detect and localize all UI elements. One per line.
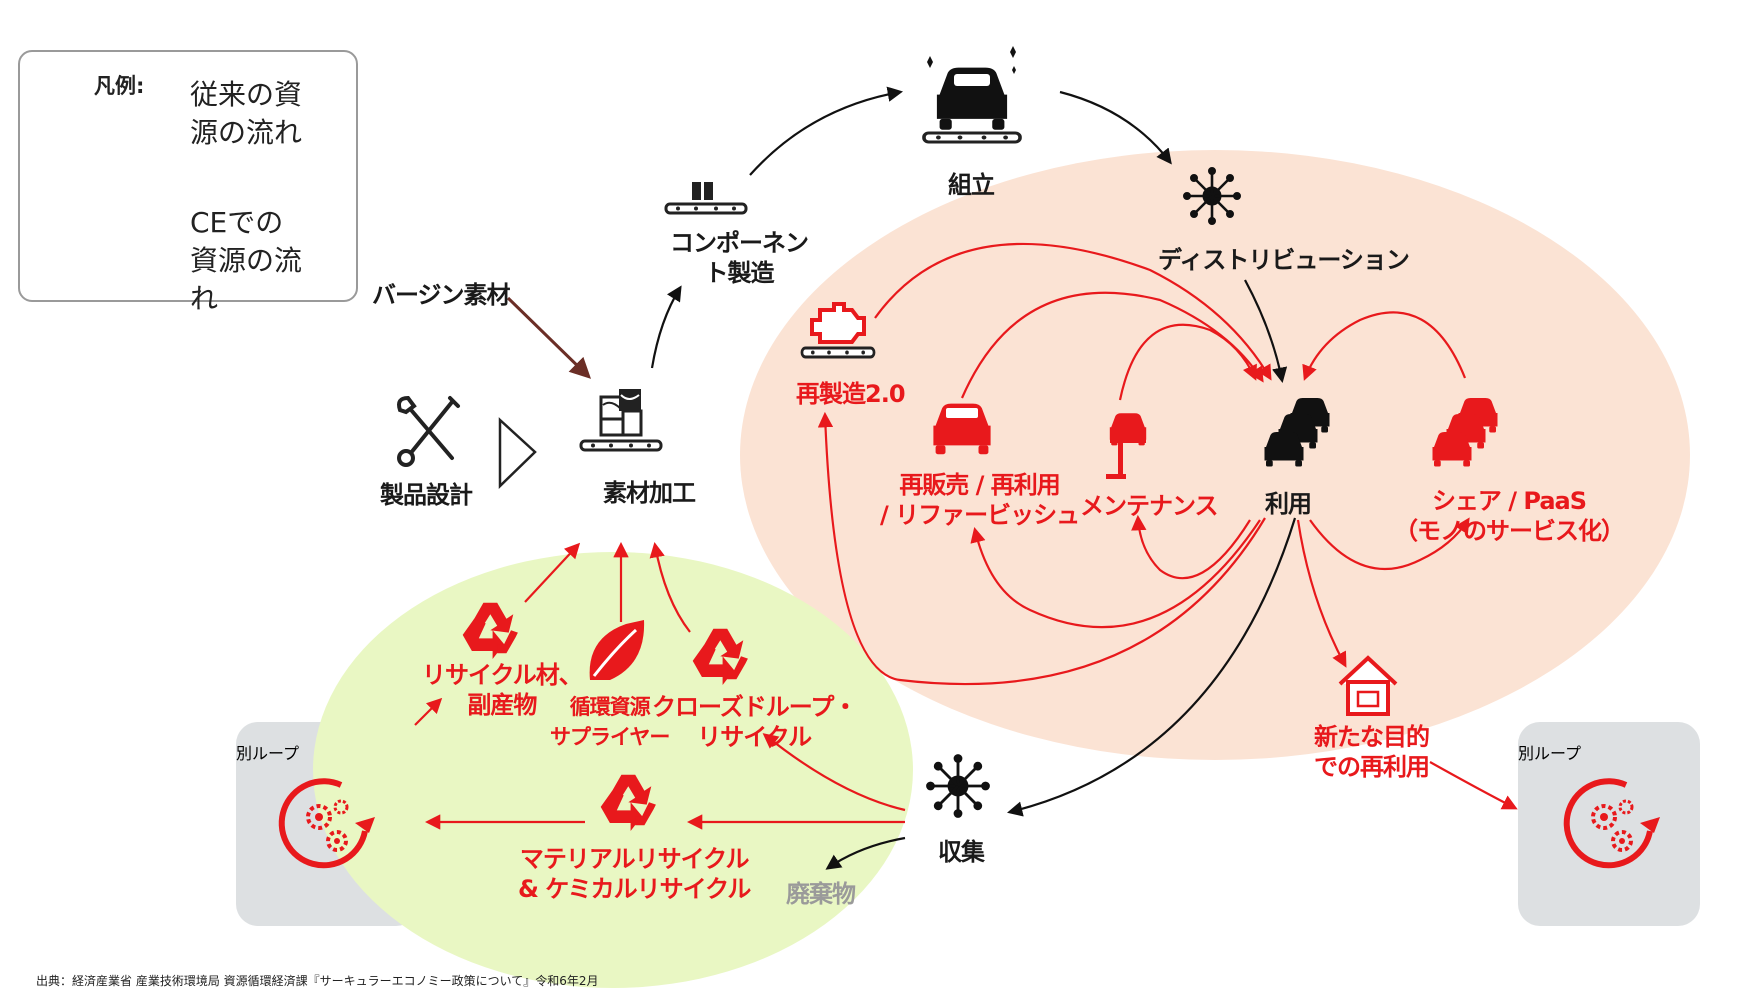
circular-supplier-line1: 循環資源 bbox=[569, 695, 651, 719]
legend: 凡例: 従来の資源の流れ CEでの資源の流れ bbox=[18, 50, 358, 315]
arrow-virgin-to-processing bbox=[506, 296, 592, 379]
car-conveyor-icon bbox=[922, 46, 1022, 144]
arrow-assembly-to-distribution bbox=[1059, 90, 1172, 165]
component-mfg-line1: コンポーネン bbox=[670, 229, 809, 257]
component-mfg-label: コンポーネン ト製造 bbox=[670, 228, 809, 288]
use-zone bbox=[740, 150, 1690, 760]
new-purpose-label: 新たな目的 での再利用 bbox=[1314, 722, 1430, 782]
material-processing-label: 素材加工 bbox=[603, 479, 696, 507]
other-loop-left-label-top: 別ループ bbox=[236, 744, 300, 763]
house-icon bbox=[1338, 655, 1398, 716]
leaf-icon bbox=[589, 620, 645, 680]
recycled-material-line1: リサイクル材、 bbox=[422, 661, 583, 689]
closed-loop-line2: リサイクル bbox=[697, 723, 812, 751]
material-chemical-line1: マテリアルリサイクル bbox=[519, 845, 750, 873]
legend-title: 凡例: bbox=[94, 74, 145, 98]
share-line2: （モノのサービス化） bbox=[1394, 517, 1625, 545]
arrow-use-to-new-purpose bbox=[1296, 519, 1347, 668]
legend-conventional-label: 従来の資源の流れ bbox=[190, 78, 303, 149]
arrow-component-to-assembly bbox=[749, 86, 904, 176]
product-design-label: 製品設計 bbox=[380, 481, 473, 509]
recycle-zone bbox=[313, 552, 913, 988]
arrow-remanufacturing-to-use bbox=[874, 242, 1272, 381]
arrow-new-purpose-to-other-loop bbox=[1429, 761, 1518, 810]
other-loop-right: 別ループ bbox=[1518, 722, 1700, 926]
circular-supplier-label: 循環資源 サプライヤー bbox=[550, 692, 670, 752]
arrow-use-to-resale bbox=[970, 519, 1261, 629]
arrow-collection-to-closed-loop bbox=[762, 733, 906, 812]
assembly-label: 組立 bbox=[948, 171, 995, 199]
resale-line2: / リファービッシュ bbox=[880, 501, 1080, 529]
arrow-distribution-to-use bbox=[1244, 279, 1288, 384]
network-hub-icon bbox=[1182, 166, 1242, 226]
share-label: シェア / PaaS （モノのサービス化） bbox=[1394, 486, 1625, 546]
network-hub-icon-collection bbox=[925, 753, 991, 819]
waste-label: 廃棄物 bbox=[786, 880, 856, 908]
material-chemical-line2: & ケミカルリサイクル bbox=[518, 875, 751, 903]
arrow-use-to-collection bbox=[1007, 517, 1297, 817]
arrow-use-to-share bbox=[1309, 517, 1470, 570]
arrow-processing-to-component bbox=[650, 285, 682, 369]
resale-line1: 再販売 / 再利用 bbox=[899, 471, 1060, 499]
arrow-maintenance-to-use bbox=[1118, 323, 1257, 401]
circular-supplier-line2: サプライヤー bbox=[550, 725, 670, 749]
source-caption: 出典：経済産業省 産業技術環境局 資源循環経済課『サーキュラーエコノミー政策につ… bbox=[36, 974, 599, 988]
arrow-closed-loop-to-processing bbox=[649, 541, 691, 633]
arrow-share-to-use bbox=[1302, 311, 1467, 381]
recycled-material-line2: 副産物 bbox=[467, 691, 537, 719]
other-loop-right-label-top: 別ループ bbox=[1518, 744, 1582, 763]
material-conveyor-icon bbox=[579, 389, 663, 452]
arrow-use-to-remanufacturing bbox=[817, 411, 1266, 686]
arrow-recycled-material-to-processing bbox=[524, 542, 581, 603]
distribution-label: ディストリビューション bbox=[1158, 246, 1410, 274]
closed-loop-line1: クローズドループ・ bbox=[652, 693, 857, 721]
component-conveyor-icon bbox=[664, 182, 748, 215]
remanufacturing-label: 再製造2.0 bbox=[796, 380, 906, 408]
virgin-material-label: バージン素材 bbox=[372, 281, 511, 309]
arrow-other-loop-to-recycled-material bbox=[414, 697, 443, 726]
tools-icon bbox=[397, 395, 460, 467]
design-to-processing-triangle bbox=[498, 417, 537, 489]
share-line1: シェア / PaaS bbox=[1431, 487, 1587, 515]
use-label: 利用 bbox=[1265, 490, 1312, 518]
car-icon bbox=[933, 403, 991, 455]
material-chemical-label: マテリアルリサイクル & ケミカルリサイクル bbox=[518, 844, 751, 904]
gears-cycle-icon-right bbox=[1567, 781, 1660, 865]
new-purpose-line1: 新たな目的 bbox=[1314, 723, 1430, 751]
component-mfg-line2: ト製造 bbox=[704, 259, 775, 287]
closed-loop-label: クローズドループ・ リサイクル bbox=[652, 692, 857, 752]
resale-label: 再販売 / 再利用 / リファービッシュ bbox=[880, 470, 1080, 530]
collection-label: 収集 bbox=[938, 838, 985, 866]
new-purpose-line2: での再利用 bbox=[1314, 753, 1430, 781]
car-lift-icon bbox=[1106, 413, 1147, 479]
legend-ce-label: CEでの資源の流れ bbox=[190, 206, 303, 315]
arrow-use-to-maintenance bbox=[1131, 514, 1251, 580]
engine-conveyor-icon bbox=[800, 302, 876, 359]
recycled-material-label: リサイクル材、 副産物 bbox=[422, 660, 583, 720]
maintenance-label: メンテナンス bbox=[1080, 492, 1219, 520]
arrow-collection-to-waste bbox=[825, 836, 906, 870]
